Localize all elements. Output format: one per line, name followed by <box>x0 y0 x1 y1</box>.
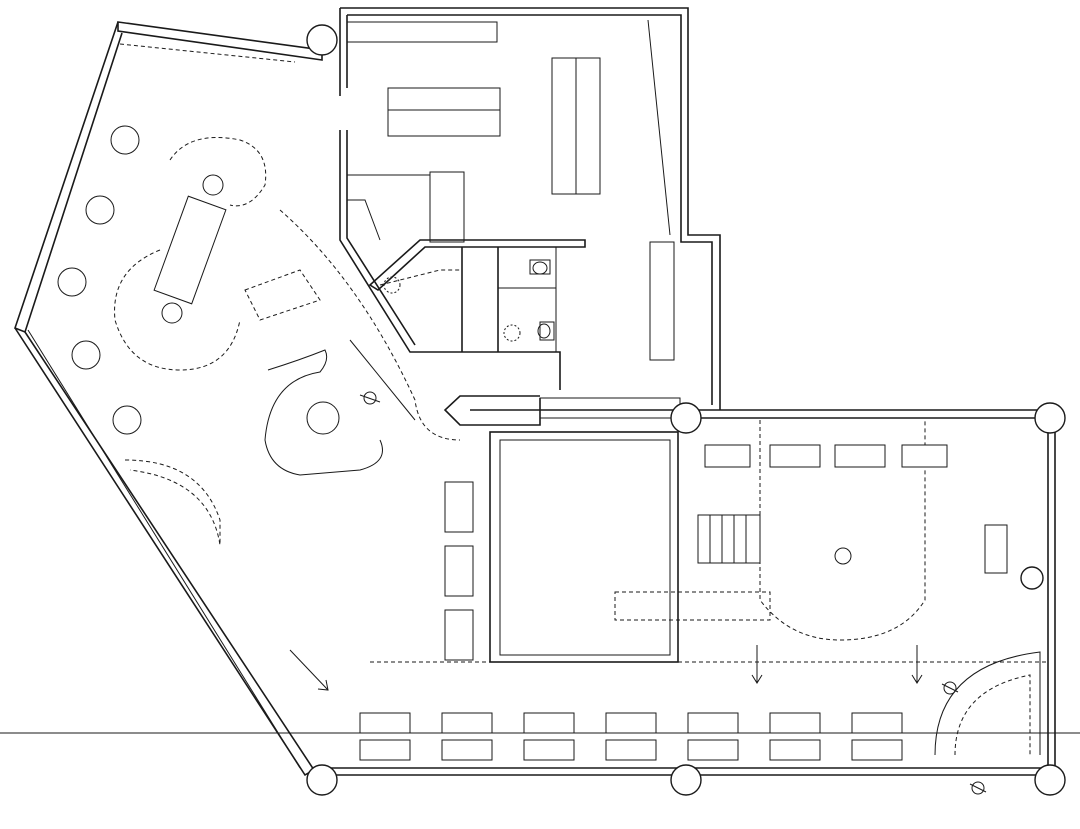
toilet-icon <box>537 321 555 341</box>
person-icon <box>941 681 959 695</box>
toilet-icon <box>529 259 551 275</box>
column-icon <box>1020 566 1044 590</box>
column-icon <box>306 24 338 56</box>
west-dining-shell <box>14 21 323 777</box>
toilets <box>529 259 555 341</box>
column-icon <box>1034 764 1066 796</box>
column-icon <box>670 402 702 434</box>
arrow-icon <box>911 645 923 684</box>
terrace-tables <box>359 712 903 761</box>
people <box>359 391 987 795</box>
arrow-icon <box>751 645 763 684</box>
column-icon <box>670 764 702 796</box>
arrow-icon <box>289 649 329 691</box>
person-icon <box>969 781 987 795</box>
columns <box>306 24 1066 796</box>
arrows <box>289 645 923 691</box>
kitchen-block <box>339 7 721 426</box>
person-icon <box>359 391 381 405</box>
west-bar <box>114 137 461 546</box>
booth-tables <box>444 444 1008 661</box>
column-icon <box>1034 402 1066 434</box>
round-tables <box>57 125 340 435</box>
column-icon <box>306 764 338 796</box>
